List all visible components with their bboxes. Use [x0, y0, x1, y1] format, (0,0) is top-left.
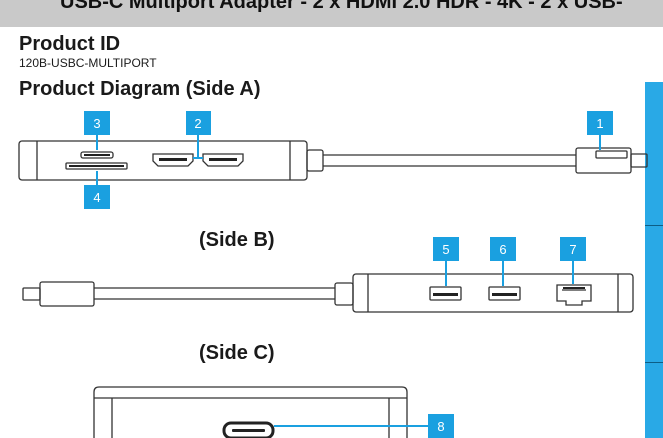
callout-2-box	[186, 111, 211, 135]
callout-8-box	[428, 414, 454, 438]
callout-6: 6	[499, 242, 506, 257]
callout-5: 5	[442, 242, 449, 257]
callout-3-box	[84, 111, 110, 135]
ethernet-contacts	[563, 287, 585, 289]
side-b-label: (Side B)	[199, 229, 275, 251]
callout-7: 7	[569, 242, 576, 257]
callout-1: 1	[596, 116, 603, 131]
title-banner: USB-C Multiport Adapter - 2 x HDMI 2.0 H…	[0, 0, 663, 27]
product-id-heading: Product ID	[19, 33, 121, 55]
hdmi-2-inner	[209, 158, 237, 161]
callout-1-box	[587, 111, 613, 135]
side-c-label: (Side C)	[199, 342, 275, 364]
sd-slot-inner	[69, 165, 124, 167]
side-b-hub	[352, 273, 634, 313]
side-a-cable	[306, 147, 648, 174]
callout-4: 4	[93, 190, 100, 205]
hdmi-ports	[152, 153, 244, 167]
callout-5-box	[433, 237, 459, 261]
usb-a-1-inner	[433, 293, 458, 296]
banner-title: USB-C Multiport Adapter - 2 x HDMI 2.0 H…	[60, 0, 623, 13]
usb-c-port	[222, 421, 275, 438]
usb-a-2-inner	[492, 293, 517, 296]
side-c-hub	[93, 386, 408, 438]
leader-lines	[96, 135, 601, 427]
sd-card-slots	[65, 151, 128, 170]
callout-3: 3	[93, 116, 100, 131]
callout-4-box	[84, 185, 110, 209]
ethernet-port	[556, 284, 592, 306]
micro-sd-slot-inner	[84, 154, 110, 156]
hdmi-1-inner	[159, 158, 187, 161]
product-diagram-heading: Product Diagram (Side A)	[19, 78, 261, 100]
side-b-cable	[22, 281, 354, 307]
right-edge-bar	[645, 82, 663, 438]
callout-7-box	[560, 237, 586, 261]
callout-6-box	[490, 237, 516, 261]
product-id-value: 120B-USBC-MULTIPORT	[19, 56, 157, 70]
callout-2: 2	[194, 116, 201, 131]
usb-a-ports	[429, 286, 521, 301]
callout-8: 8	[437, 419, 444, 434]
